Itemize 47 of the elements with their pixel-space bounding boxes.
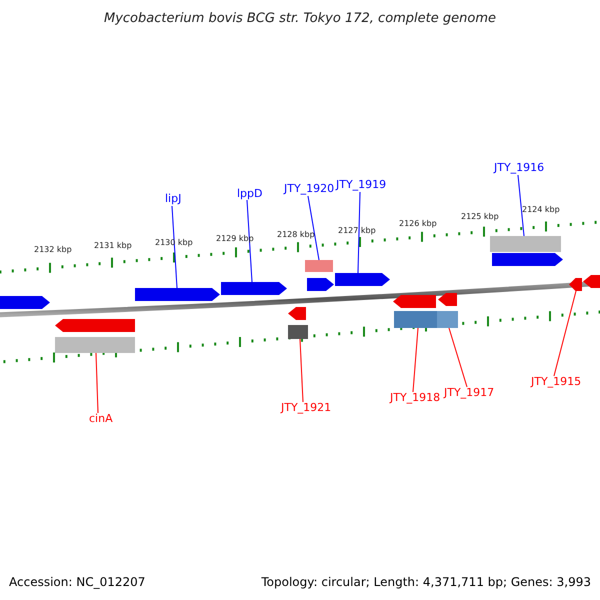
gene-feature — [393, 295, 436, 308]
leader-line — [358, 192, 360, 274]
scale-label: 2126 kbp — [399, 220, 437, 228]
scale-label: 2127 kbp — [338, 227, 376, 235]
leader-line — [554, 290, 576, 376]
gene-label: JTY_1918 — [390, 392, 440, 403]
feature-bar — [394, 311, 437, 328]
gene-feature — [438, 293, 457, 306]
leader-line — [308, 196, 320, 260]
scale-label: 2131 kbp — [94, 242, 132, 250]
gene-label: cinA — [89, 413, 113, 424]
gene-feature — [221, 282, 287, 295]
diagram-title: Mycobacterium bovis BCG str. Tokyo 172, complete genome — [103, 12, 497, 25]
gene-feature — [288, 307, 306, 320]
gene-label: JTY_1921 — [281, 402, 332, 413]
leader-line — [246, 200, 252, 282]
scale-label: 2124 kbp — [522, 206, 560, 214]
genome-stats-text: Topology: circular; Length: 4,371,711 bp; Genes: 3,993 — [261, 576, 591, 588]
scale-label: 2132 kbp — [34, 246, 72, 254]
accession-text: Accession: NC_012207 — [9, 576, 146, 588]
feature-bar — [490, 236, 561, 252]
gene-label: JTY_1920 — [284, 183, 334, 194]
gene-feature — [583, 275, 600, 288]
gene-label: lipJ — [165, 193, 182, 204]
gene-label: lppD — [237, 188, 262, 199]
gene-label: JTY_1919 — [336, 179, 386, 190]
gene-feature — [0, 296, 50, 309]
gene-feature — [569, 278, 582, 291]
gene-label: JTY_1915 — [531, 376, 582, 387]
feature-bar — [55, 337, 135, 353]
gene-label: JTY_1916 — [494, 162, 544, 173]
gene-label: JTY_1917 — [444, 387, 494, 398]
leader-line — [96, 352, 98, 414]
leader-line — [448, 328, 468, 388]
gene-feature — [307, 278, 334, 291]
leader-line — [172, 206, 178, 288]
leader-line — [518, 174, 524, 236]
scale-label: 2125 kbp — [461, 213, 499, 221]
feature-bar — [305, 260, 333, 272]
gene-feature — [55, 319, 135, 332]
leader-line — [300, 338, 304, 402]
gene-feature — [492, 253, 563, 266]
leader-line — [412, 328, 418, 392]
feature-bar — [288, 325, 308, 339]
scale-label: 2128 kbp — [277, 231, 315, 239]
gene-feature — [135, 288, 220, 301]
feature-bar — [437, 311, 458, 328]
